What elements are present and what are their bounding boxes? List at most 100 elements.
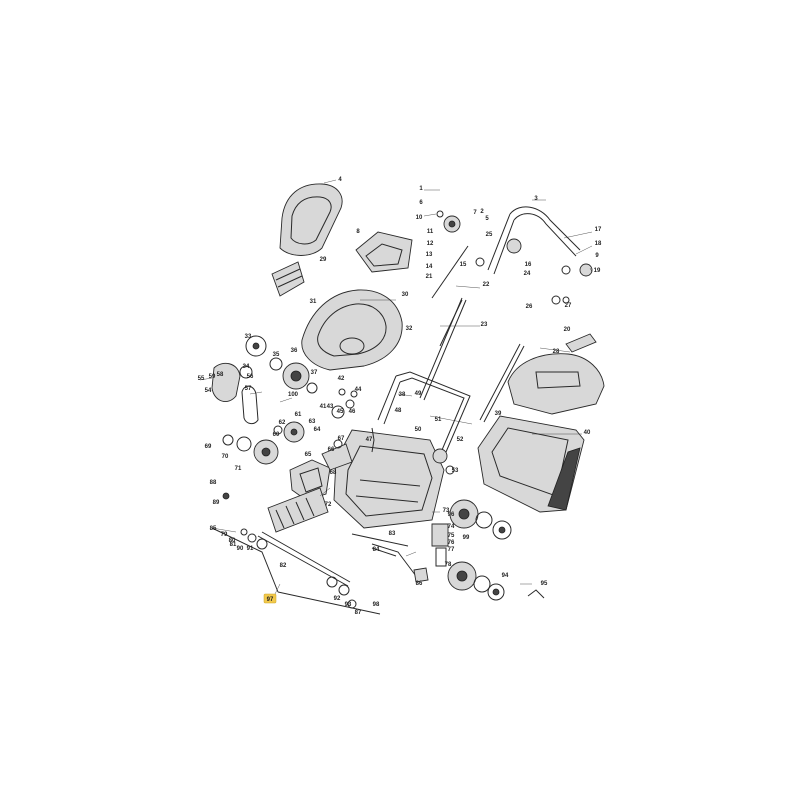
callout-83: 83 <box>389 531 396 537</box>
callout-65: 65 <box>305 452 312 458</box>
callout-82: 82 <box>280 563 287 569</box>
callout-57: 57 <box>245 386 252 392</box>
callout-29: 29 <box>320 257 327 263</box>
wheels <box>222 210 593 609</box>
callout-10: 10 <box>416 215 423 221</box>
callout-91: 91 <box>247 546 254 552</box>
callout-28: 28 <box>553 349 560 355</box>
callout-41: 41 <box>320 404 327 410</box>
callout-42: 42 <box>338 376 345 382</box>
callout-92: 92 <box>334 596 341 602</box>
highlight-box <box>263 593 277 604</box>
callout-89: 89 <box>213 500 220 506</box>
callout-54: 54 <box>205 388 212 394</box>
callout-11: 11 <box>427 229 434 235</box>
callout-48: 48 <box>395 408 402 414</box>
callout-47: 47 <box>366 437 373 443</box>
callout-85: 85 <box>210 526 217 532</box>
callout-35: 35 <box>273 352 280 358</box>
callout-99: 99 <box>463 535 470 541</box>
callout-19: 19 <box>594 268 601 274</box>
callout-2: 2 <box>480 209 484 215</box>
callout-20: 20 <box>564 327 571 333</box>
callout-46: 46 <box>349 409 356 415</box>
callout-14: 14 <box>426 264 433 270</box>
callout-36: 36 <box>291 348 298 354</box>
chassis-deck <box>333 429 445 529</box>
callout-51: 51 <box>435 417 442 423</box>
grassbox-lid <box>507 353 605 415</box>
callout-17: 17 <box>595 227 602 233</box>
callout-49: 49 <box>415 391 422 397</box>
callout-77: 77 <box>448 547 455 553</box>
callout-70: 70 <box>222 454 229 460</box>
callout-66: 66 <box>328 447 335 453</box>
callout-21: 21 <box>426 274 433 280</box>
callout-43: 43 <box>327 404 334 410</box>
callout-88: 88 <box>210 480 217 486</box>
callout-6: 6 <box>419 200 423 206</box>
callout-64: 64 <box>314 427 321 433</box>
callout-37: 37 <box>311 370 318 376</box>
callout-25: 25 <box>486 232 493 238</box>
callout-39: 39 <box>495 411 502 417</box>
callout-53: 53 <box>452 468 459 474</box>
callout-33: 33 <box>245 334 252 340</box>
callout-72: 72 <box>325 502 332 508</box>
callout-32: 32 <box>406 326 413 332</box>
callout-12: 12 <box>427 241 434 247</box>
callout-63: 63 <box>309 419 316 425</box>
callout-68: 68 <box>330 470 337 476</box>
callout-62: 62 <box>279 420 286 426</box>
callout-44: 44 <box>355 387 362 393</box>
callout-7: 7 <box>473 210 477 216</box>
callout-60: 60 <box>273 432 280 438</box>
callout-40: 40 <box>584 430 591 436</box>
callout-24: 24 <box>524 271 531 277</box>
callout-9: 9 <box>595 253 599 259</box>
callout-73: 73 <box>443 508 450 514</box>
callout-90: 90 <box>237 546 244 552</box>
callout-15: 15 <box>460 262 467 268</box>
callout-13: 13 <box>426 252 433 258</box>
callout-93: 93 <box>345 602 352 608</box>
callout-31: 31 <box>310 299 317 305</box>
callout-3: 3 <box>534 196 538 202</box>
callout-1: 1 <box>419 186 423 192</box>
console-cover <box>279 183 343 256</box>
callout-84: 84 <box>373 547 380 553</box>
callout-55: 55 <box>198 376 205 382</box>
callout-87: 87 <box>355 610 362 616</box>
highlight-label: 97 <box>267 597 274 603</box>
callout-75: 75 <box>448 533 455 539</box>
callout-30: 30 <box>402 292 409 298</box>
leader-lines <box>199 179 593 597</box>
callout-67: 67 <box>338 436 345 442</box>
callout-74: 74 <box>448 524 455 530</box>
callout-58: 58 <box>217 372 224 378</box>
callout-56: 56 <box>247 374 254 380</box>
callout-50: 50 <box>415 427 422 433</box>
callout-61: 61 <box>295 412 302 418</box>
callout-86: 86 <box>416 581 423 587</box>
callout-27: 27 <box>565 303 572 309</box>
callout-81: 81 <box>230 542 237 548</box>
callout-26: 26 <box>526 304 533 310</box>
callout-22: 22 <box>483 282 490 288</box>
highlight-callout-97[interactable]: 97 <box>263 593 277 604</box>
callout-5: 5 <box>485 216 489 222</box>
callout-80: 80 <box>229 538 236 544</box>
callout-52: 52 <box>457 437 464 443</box>
callout-100: 100 <box>288 392 299 398</box>
callout-8: 8 <box>356 229 360 235</box>
callout-59: 59 <box>209 374 216 380</box>
callout-96: 96 <box>448 512 455 518</box>
callout-69: 69 <box>205 444 212 450</box>
callout-78: 78 <box>445 562 452 568</box>
callout-38: 38 <box>399 392 406 398</box>
callout-34: 34 <box>243 364 250 370</box>
callout-95: 95 <box>541 581 548 587</box>
callout-16: 16 <box>525 262 532 268</box>
